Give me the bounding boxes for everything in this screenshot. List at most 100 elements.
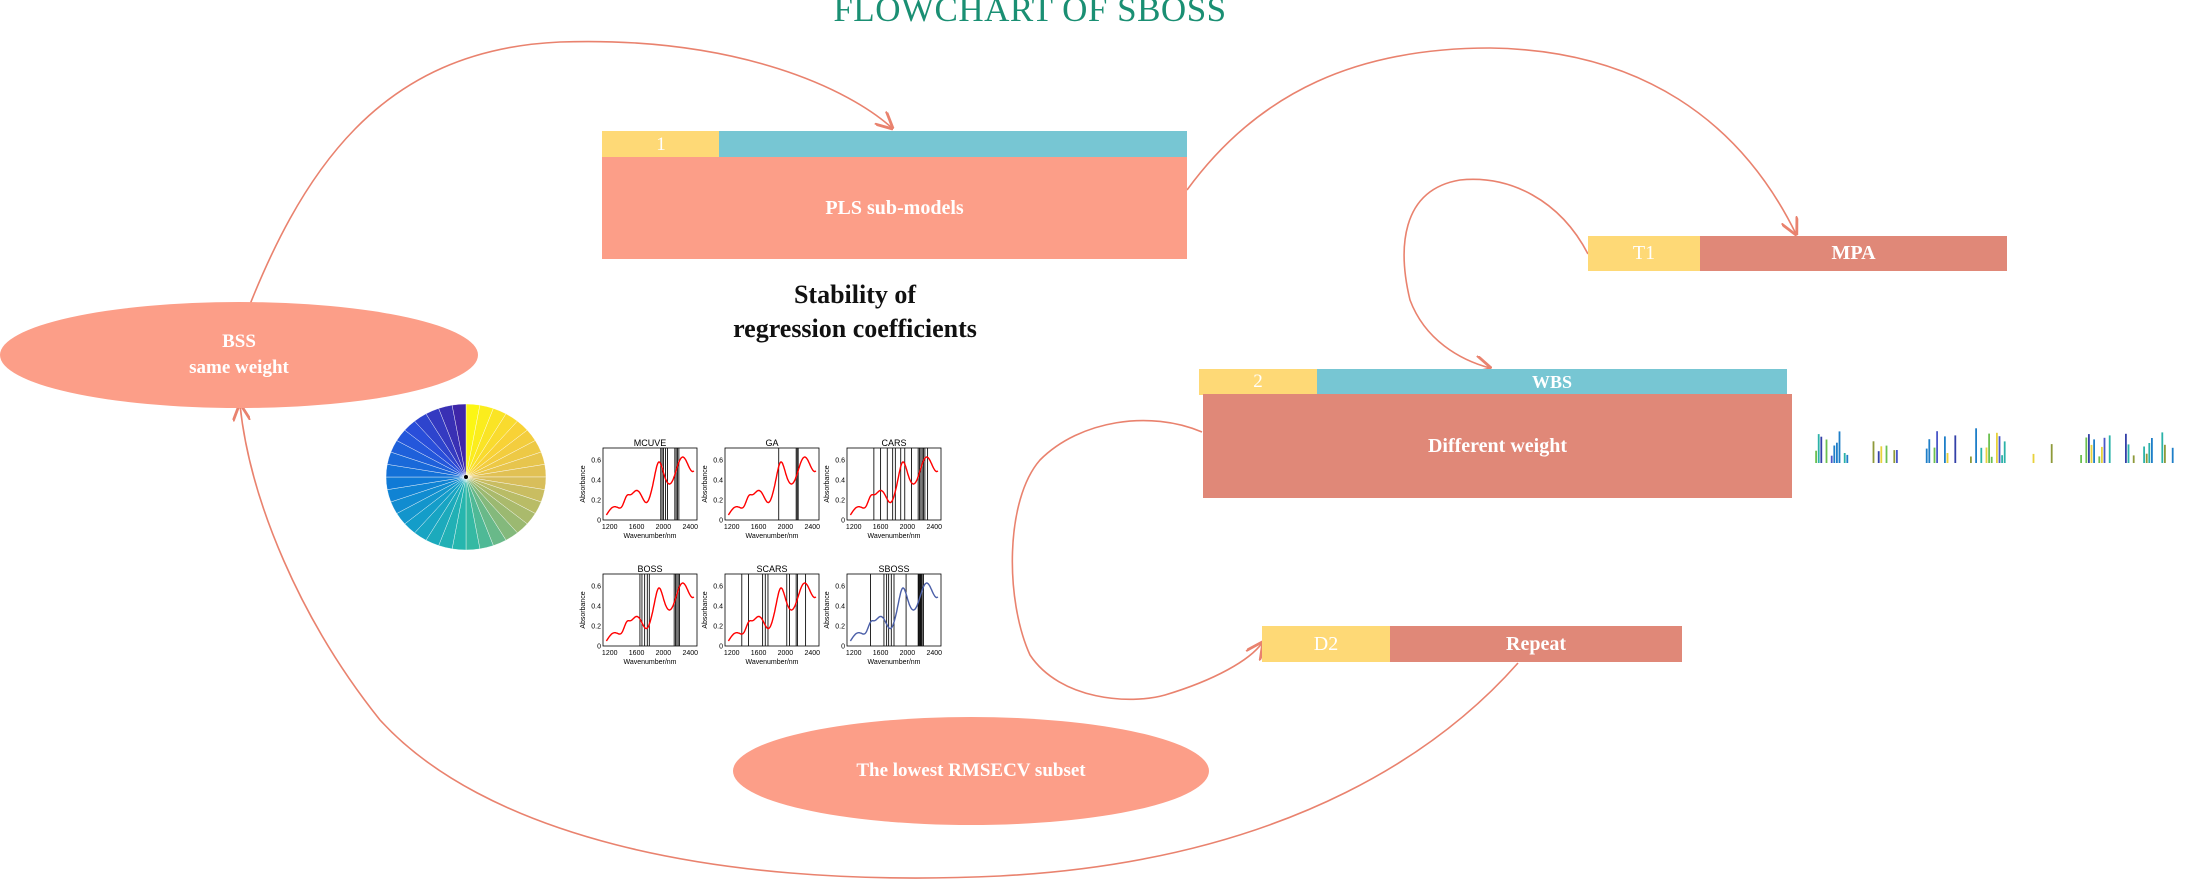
x-tick-label: 2000: [900, 650, 916, 657]
panel-title: SBOSS: [878, 564, 909, 574]
x-tick-label: 1600: [873, 524, 889, 531]
weight-bar: [1846, 454, 1849, 463]
panel-title: GA: [765, 438, 778, 448]
bss-ellipse: BSS same weight: [0, 302, 478, 408]
arrow-repeat-to-bss: [240, 405, 1519, 879]
y-tick-label: 0.6: [713, 584, 723, 591]
y-axis-label: Absorbance: [824, 591, 831, 628]
y-tick-label: 0.6: [713, 458, 723, 465]
weight-bar: [1980, 447, 1983, 463]
bss-line1: BSS: [222, 331, 256, 352]
weight-bar: [1954, 435, 1957, 463]
weight-bar: [1998, 436, 2001, 463]
y-axis-label: Absorbance: [824, 465, 831, 502]
bss-line2: same weight: [189, 357, 289, 378]
weight-bar: [1985, 447, 1988, 463]
wbs-header-bar: WBS: [1317, 369, 1787, 395]
y-tick-label: 0.4: [713, 478, 723, 485]
weight-bar: [2151, 438, 2153, 463]
weight-bar: [1838, 431, 1841, 463]
weight-bar: [2003, 441, 2006, 463]
x-tick-label: 1200: [724, 650, 740, 657]
y-tick-label: 0.2: [835, 498, 845, 505]
x-tick-label: 2400: [682, 524, 698, 531]
weight-bar: [2088, 434, 2090, 463]
x-tick-label: 1200: [846, 650, 862, 657]
panel-title: BOSS: [637, 564, 662, 574]
spectrum-line: [849, 582, 939, 642]
y-tick-label: 0: [841, 644, 845, 651]
x-axis-label: Wavenumber/nm: [867, 659, 920, 666]
weight-bar: [1990, 456, 1993, 463]
weight-bar: [1880, 446, 1883, 463]
wbs-index-tag: 2: [1199, 369, 1317, 395]
x-tick-label: 2000: [656, 524, 672, 531]
weight-bar: [2032, 453, 2035, 463]
d2-tag: D2: [1262, 626, 1390, 662]
y-tick-label: 0.6: [591, 584, 601, 591]
weight-bar: [2085, 437, 2088, 463]
repeat-box: Repeat: [1390, 626, 1682, 662]
y-tick-label: 0: [719, 644, 723, 651]
weight-bar: [1815, 450, 1817, 463]
diagram-title: FLOWCHART OF SBOSS: [833, 0, 1227, 29]
pls-header-bar: [719, 131, 1187, 158]
panel-frame: [602, 573, 698, 647]
y-tick-label: 0.2: [835, 624, 845, 631]
y-tick-label: 0.4: [591, 604, 601, 611]
y-tick-label: 0: [719, 518, 723, 525]
weight-bar: [2108, 435, 2111, 463]
weight-bar: [2161, 432, 2164, 463]
weight-bar: [1893, 450, 1896, 463]
x-tick-label: 2400: [926, 650, 942, 657]
weight-bar: [2127, 444, 2130, 463]
x-tick-label: 2400: [682, 650, 698, 657]
weight-bar: [1925, 448, 1928, 463]
y-tick-label: 0.2: [591, 498, 601, 505]
x-tick-label: 1200: [602, 650, 618, 657]
weight-bar: [1877, 451, 1880, 463]
y-tick-label: 0.4: [591, 478, 601, 485]
weight-bar: [1896, 450, 1898, 463]
weight-bar: [1885, 445, 1888, 463]
spectrum-line: [727, 456, 817, 516]
panel-title: CARS: [881, 438, 906, 448]
weight-bar: [1833, 445, 1836, 463]
weight-bar: [1970, 456, 1972, 463]
x-tick-label: 2400: [804, 524, 820, 531]
stability-line1: Stability of: [793, 280, 917, 309]
x-tick-label: 2400: [926, 524, 942, 531]
panel-frame: [724, 447, 820, 521]
weight-bar: [2148, 443, 2151, 463]
y-tick-label: 0.6: [591, 458, 601, 465]
weight-bar: [1843, 453, 1846, 463]
weight-bar: [1872, 441, 1875, 463]
spectrum-line: [605, 582, 695, 642]
weight-bar: [2101, 446, 2103, 463]
weight-bar: [1946, 453, 1949, 463]
panel-frame: [724, 573, 820, 647]
weight-bar: [1988, 433, 1990, 463]
y-tick-label: 0.2: [713, 498, 723, 505]
x-axis-label: Wavenumber/nm: [623, 659, 676, 666]
x-tick-label: 1600: [751, 650, 767, 657]
x-tick-label: 1200: [846, 524, 862, 531]
y-axis-label: Absorbance: [702, 465, 709, 502]
arrow-bss-to-pls: [239, 40, 892, 331]
y-tick-label: 0: [597, 644, 601, 651]
x-tick-label: 1200: [724, 524, 740, 531]
weight-bar: [1825, 439, 1828, 463]
x-tick-label: 2400: [804, 650, 820, 657]
y-axis-label: Absorbance: [580, 591, 587, 628]
y-tick-label: 0: [841, 518, 845, 525]
x-tick-label: 2000: [778, 650, 794, 657]
y-tick-label: 0: [597, 518, 601, 525]
weight-bar: [1820, 436, 1823, 463]
different-weight-box: Different weight: [1203, 394, 1792, 498]
x-tick-label: 1200: [602, 524, 618, 531]
